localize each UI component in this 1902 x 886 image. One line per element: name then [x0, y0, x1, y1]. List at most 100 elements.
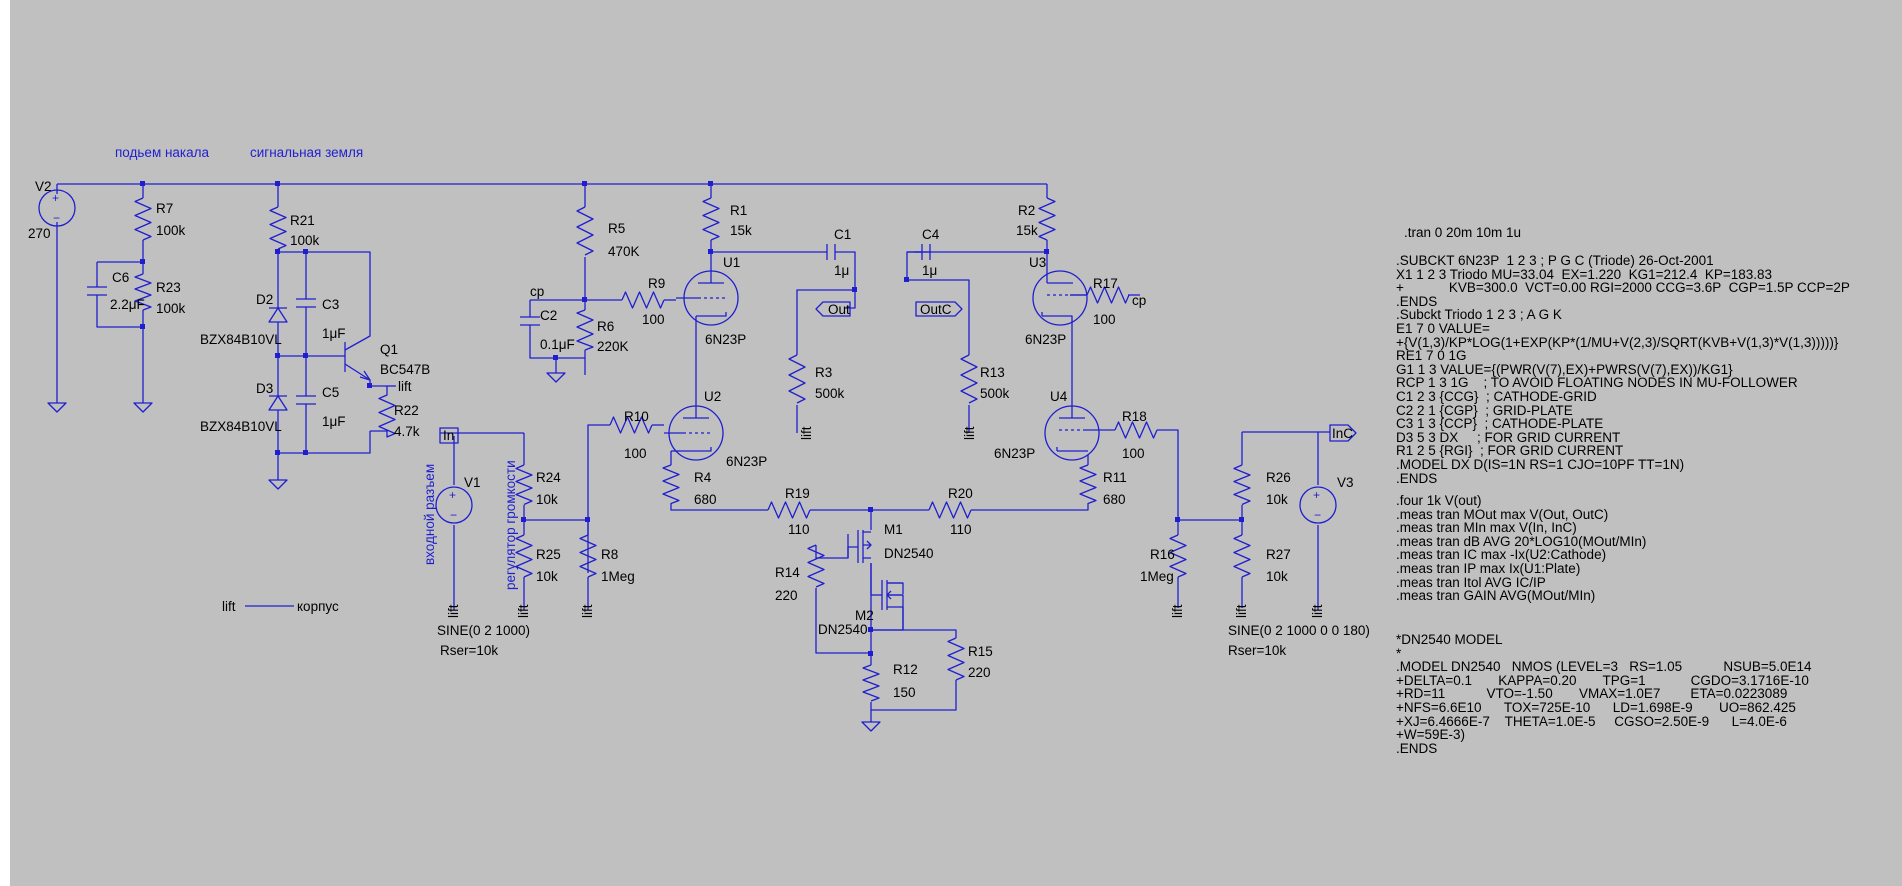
- r3-value: 500k: [815, 386, 845, 401]
- c6-symbol: [87, 286, 107, 296]
- input-jack-note: входной разъем: [422, 464, 437, 565]
- d3-value: BZX84B10VL: [200, 419, 282, 434]
- r4-value: 680: [694, 492, 717, 507]
- r6-symbol: [576, 309, 594, 351]
- outc-net-flag: [915, 301, 963, 317]
- r19-value: 110: [788, 522, 810, 537]
- q1-name: Q1: [380, 342, 398, 357]
- v3-value: SINE(0 2 1000 0 0 180): [1228, 623, 1370, 638]
- r17-value: 100: [1093, 312, 1116, 327]
- r21-name: R21: [290, 213, 315, 228]
- c6-name: C6: [112, 270, 129, 285]
- v2-source-symbol: [38, 189, 76, 227]
- r24-value: 10k: [536, 492, 558, 507]
- r14-value: 220: [775, 588, 798, 603]
- u1-name: U1: [723, 255, 740, 270]
- r23-symbol: [134, 273, 152, 311]
- c6-value: 2.2μF: [110, 297, 145, 312]
- r11-value: 680: [1103, 492, 1126, 507]
- c4-symbol: [921, 244, 931, 260]
- symbols: + −: [38, 189, 1357, 702]
- r19-symbol: [767, 501, 811, 519]
- r27-lift-net: lift: [1234, 604, 1249, 618]
- svg-text:+: +: [449, 488, 456, 502]
- r25-name: R25: [536, 547, 561, 562]
- v2-name: V2: [35, 179, 52, 194]
- d2-name: D2: [256, 292, 273, 307]
- r24-name: R24: [536, 470, 561, 485]
- out-net-label: Out: [828, 302, 850, 317]
- r12-name: R12: [893, 662, 918, 677]
- r22-value: 4.7k: [394, 424, 420, 439]
- r1-symbol: [702, 197, 720, 241]
- c3-symbol: [296, 298, 316, 308]
- c1-symbol: [826, 244, 836, 260]
- d3-symbol: [268, 395, 288, 411]
- c4-name: C4: [922, 227, 940, 242]
- r13-lift-net: lift: [962, 426, 977, 440]
- junctions: [140, 181, 1244, 656]
- r6-value: 220K: [597, 339, 629, 354]
- signal-ground-note: сигнальная земля: [250, 145, 363, 160]
- r4-name: R4: [694, 470, 712, 485]
- r8-symbol: [579, 534, 597, 578]
- v1-rser: Rser=10k: [440, 643, 498, 658]
- v3-source-symbol: [1299, 486, 1337, 524]
- schematic-canvas[interactable]: .w{stroke:#1f1fcf;stroke-width:1.3;fill:…: [10, 0, 1902, 886]
- corpus-net-label: корпус: [297, 599, 339, 614]
- grounds: [47, 372, 881, 732]
- r5-name: R5: [608, 221, 625, 236]
- r13-name: R13: [980, 365, 1005, 380]
- inc-net-flag: [1329, 424, 1357, 442]
- r11-symbol: [1079, 464, 1097, 505]
- r8-value: 1Meg: [601, 569, 635, 584]
- volume-control-note: регулятор громкости: [503, 460, 518, 590]
- v2-value: 270: [28, 226, 51, 241]
- r3-lift-net: lift: [799, 426, 814, 440]
- r10-value: 100: [624, 446, 647, 461]
- outc-net-label: OutC: [920, 302, 952, 317]
- m2-value: DN2540: [818, 622, 868, 637]
- v3-name: V3: [1337, 475, 1354, 490]
- r10-symbol: [609, 416, 653, 434]
- schematic: .w{stroke:#1f1fcf;stroke-width:1.3;fill:…: [28, 145, 1370, 732]
- r4-symbol: [662, 464, 680, 505]
- ground-symbol-r12: [861, 721, 881, 732]
- c2-name: C2: [540, 308, 557, 323]
- r5-value: 470K: [608, 244, 640, 259]
- r18-value: 100: [1122, 446, 1145, 461]
- dn2540-model-directive: *DN2540 MODEL * .MODEL DN2540 NMOS (LEVE…: [1396, 632, 1812, 756]
- ground-symbol-r23: [133, 402, 153, 413]
- r10-name: R10: [624, 409, 649, 424]
- r27-value: 10k: [1266, 569, 1288, 584]
- in-net-label: In: [443, 428, 454, 443]
- r7-name: R7: [156, 201, 173, 216]
- r9-symbol: [621, 291, 665, 309]
- r5-symbol: [576, 206, 594, 256]
- v1-value: SINE(0 2 1000): [437, 623, 530, 638]
- m2-name: M2: [855, 608, 874, 623]
- r15-name: R15: [968, 644, 993, 659]
- subckt-6n23p-directive: .SUBCKT 6N23P 1 2 3 ; P G C (Triode) 26-…: [1396, 253, 1850, 486]
- r1-name: R1: [730, 203, 747, 218]
- u1-value: 6N23P: [705, 332, 746, 347]
- tran-directive: .tran 0 20m 10m 1u: [1404, 225, 1522, 240]
- svg-text:−: −: [53, 211, 60, 225]
- r25-lift-net: lift: [516, 604, 531, 618]
- cp-net-left: cp: [530, 284, 544, 299]
- r21-symbol: [269, 206, 287, 250]
- ground-symbol-v2: [47, 402, 67, 413]
- r14-name: R14: [775, 565, 800, 580]
- u4-triode-symbol: [1044, 405, 1100, 461]
- c3-value: 1μF: [322, 326, 346, 341]
- ground-symbol-c2: [546, 372, 566, 383]
- v3-lift-net: lift: [1310, 604, 1325, 618]
- r8-name: R8: [601, 547, 618, 562]
- c2-symbol: [520, 316, 540, 326]
- q1-value: BC547B: [380, 362, 430, 377]
- r9-value: 100: [642, 312, 665, 327]
- r2-symbol: [1038, 197, 1056, 241]
- r20-value: 110: [950, 522, 972, 537]
- r3-name: R3: [815, 365, 832, 380]
